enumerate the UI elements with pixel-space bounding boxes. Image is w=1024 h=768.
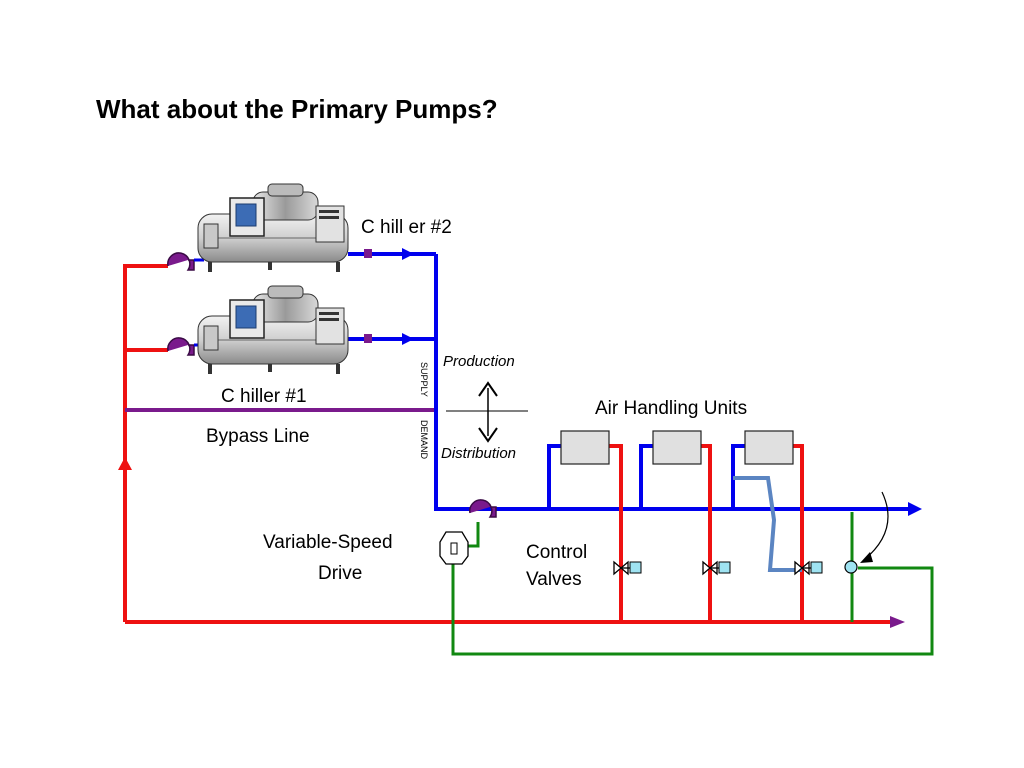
check-valve-chiller2-icon bbox=[364, 249, 372, 258]
control-valve-2-icon bbox=[702, 561, 731, 575]
chiller-2-icon bbox=[197, 183, 349, 273]
bypass-label: Bypass Line bbox=[206, 426, 310, 447]
valves-label-line2: Valves bbox=[526, 569, 582, 590]
supply-header bbox=[434, 254, 910, 511]
ahu-1-icon bbox=[560, 430, 610, 465]
control-valve-3-icon bbox=[794, 561, 823, 575]
supply-label: SUPPLY bbox=[419, 362, 429, 397]
slide-title: What about the Primary Pumps? bbox=[96, 94, 498, 124]
valves-label-line1: Control bbox=[526, 542, 587, 563]
vsd-to-pump-line bbox=[466, 522, 480, 548]
primary-pump-1-icon bbox=[167, 337, 195, 356]
supply-arrow-chiller1-icon bbox=[402, 333, 414, 345]
production-label: Production bbox=[443, 353, 515, 370]
ahu3-supply-branch bbox=[731, 444, 747, 509]
control-valve-1-icon bbox=[613, 561, 642, 575]
ahu1-return-branch bbox=[609, 444, 623, 622]
vsd-label-line1: Variable-Speed bbox=[263, 532, 393, 553]
ahu1-supply-branch bbox=[547, 444, 564, 509]
distribution-label: Distribution bbox=[441, 445, 516, 462]
ahu-label: Air Handling Units bbox=[595, 398, 747, 419]
supply-arrow-chiller2-icon bbox=[402, 248, 414, 260]
pressure-sensor-icon bbox=[844, 560, 858, 574]
double-arrow-up-icon bbox=[478, 381, 498, 397]
coil-flow-path bbox=[733, 476, 802, 572]
ahu2-return-branch bbox=[700, 444, 712, 622]
ahu-3-icon bbox=[744, 430, 794, 465]
demand-label: DEMAND bbox=[419, 420, 429, 460]
ahu-2-icon bbox=[652, 430, 702, 465]
secondary-pump-icon bbox=[469, 499, 497, 518]
return-arrow-icon bbox=[118, 457, 132, 470]
chiller-1-icon bbox=[197, 285, 349, 375]
ahu3-return-branch bbox=[792, 444, 804, 622]
control-signal-loop bbox=[451, 562, 934, 656]
chiller-2-label: C hill er #2 bbox=[361, 217, 452, 238]
chiller-1-label: C hiller #1 bbox=[221, 386, 307, 407]
return-inlet-arrow-icon bbox=[890, 616, 905, 628]
return-pipe-riser bbox=[123, 264, 168, 622]
sensor-pointer-arrowhead-icon bbox=[860, 552, 873, 563]
vsd-label-line2: Drive bbox=[318, 563, 362, 584]
vsd-display-icon bbox=[450, 542, 458, 555]
double-arrow-down-icon bbox=[478, 427, 498, 443]
check-valve-chiller1-icon bbox=[364, 334, 372, 343]
supply-outlet-arrow-icon bbox=[908, 502, 922, 516]
ahu2-supply-branch bbox=[639, 444, 655, 509]
sensor-pointer-arrow bbox=[863, 491, 889, 561]
primary-pump-2-icon bbox=[167, 252, 195, 271]
